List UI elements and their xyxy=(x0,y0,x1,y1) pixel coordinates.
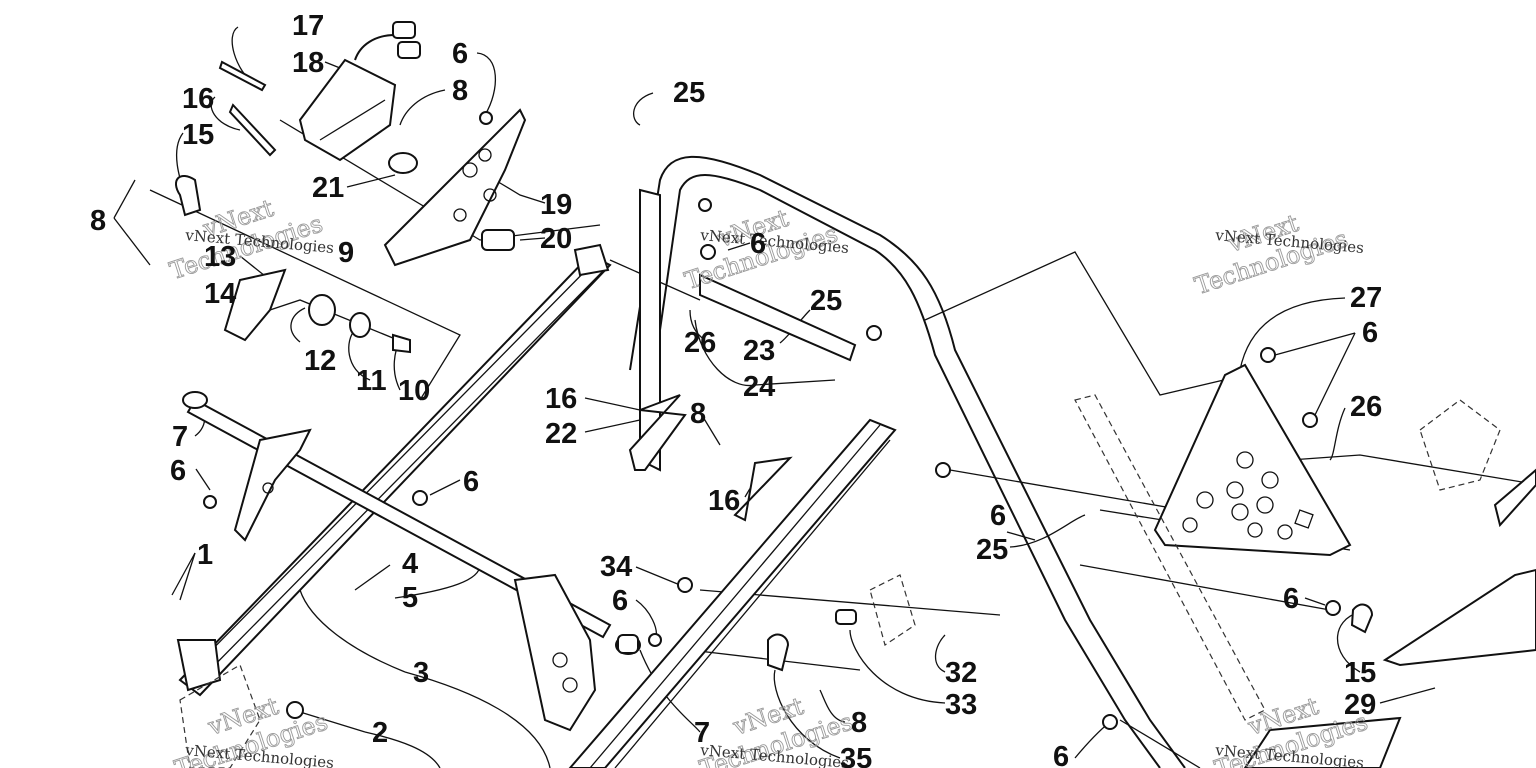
callout-6: 6 xyxy=(452,38,468,70)
callout-8: 8 xyxy=(851,707,867,739)
right-bracket xyxy=(1243,568,1536,768)
callout-9: 9 xyxy=(338,237,354,269)
long-rail xyxy=(176,243,612,697)
callout-8: 8 xyxy=(690,398,706,430)
callout-6: 6 xyxy=(463,466,479,498)
callout-6: 6 xyxy=(612,585,628,617)
callout-6: 6 xyxy=(1053,741,1069,768)
callout-20: 20 xyxy=(540,223,572,255)
lower-rail xyxy=(568,418,897,768)
callout-21: 21 xyxy=(312,172,344,204)
callout-15: 15 xyxy=(182,119,214,151)
callout-2: 2 xyxy=(372,717,388,749)
callout-27: 27 xyxy=(1350,282,1382,314)
dashed-bracket xyxy=(179,394,1501,768)
cross-shaft xyxy=(182,391,641,732)
callout-7: 7 xyxy=(694,717,710,749)
callout-7: 7 xyxy=(172,421,188,453)
callout-6: 6 xyxy=(990,500,1006,532)
hardware xyxy=(203,111,1536,730)
callout-17: 17 xyxy=(292,10,324,42)
callout-1: 1 xyxy=(197,539,213,571)
callout-22: 22 xyxy=(545,418,577,450)
callout-13: 13 xyxy=(204,241,236,273)
callout-33: 33 xyxy=(945,689,977,721)
callout-4: 4 xyxy=(402,548,418,580)
electrical-assembly xyxy=(175,21,527,354)
callout-18: 18 xyxy=(292,47,324,79)
callout-35: 35 xyxy=(840,743,872,768)
callout-34: 34 xyxy=(600,551,632,583)
callout-14: 14 xyxy=(204,278,236,310)
callout-10: 10 xyxy=(398,375,430,407)
callout-5: 5 xyxy=(402,582,418,614)
callout-24: 24 xyxy=(743,371,775,403)
callout-25: 25 xyxy=(810,285,842,317)
callout-16: 16 xyxy=(708,485,740,517)
callout-29: 29 xyxy=(1344,689,1376,721)
callout-6: 6 xyxy=(170,455,186,487)
callout-16: 16 xyxy=(182,83,214,115)
callouts: 17 18 16 15 8 21 6 8 19 20 13 9 14 12 11… xyxy=(90,10,1382,768)
callout-6: 6 xyxy=(750,228,766,260)
callout-25: 25 xyxy=(976,534,1008,566)
callout-6: 6 xyxy=(1362,317,1378,349)
callout-16: 16 xyxy=(545,383,577,415)
main-hoop xyxy=(629,155,1186,768)
callout-32: 32 xyxy=(945,657,977,689)
callout-11: 11 xyxy=(356,365,387,397)
callout-23: 23 xyxy=(743,335,775,367)
gusset-plate xyxy=(1153,363,1352,557)
callout-3: 3 xyxy=(413,657,429,689)
callout-8: 8 xyxy=(90,205,106,237)
callout-8: 8 xyxy=(452,75,468,107)
callout-25: 25 xyxy=(673,77,705,109)
callout-26: 26 xyxy=(684,327,716,359)
callout-15: 15 xyxy=(1344,657,1376,689)
callout-12: 12 xyxy=(304,345,336,377)
callout-6: 6 xyxy=(1283,583,1299,615)
callout-19: 19 xyxy=(540,189,572,221)
callout-26: 26 xyxy=(1350,391,1382,423)
